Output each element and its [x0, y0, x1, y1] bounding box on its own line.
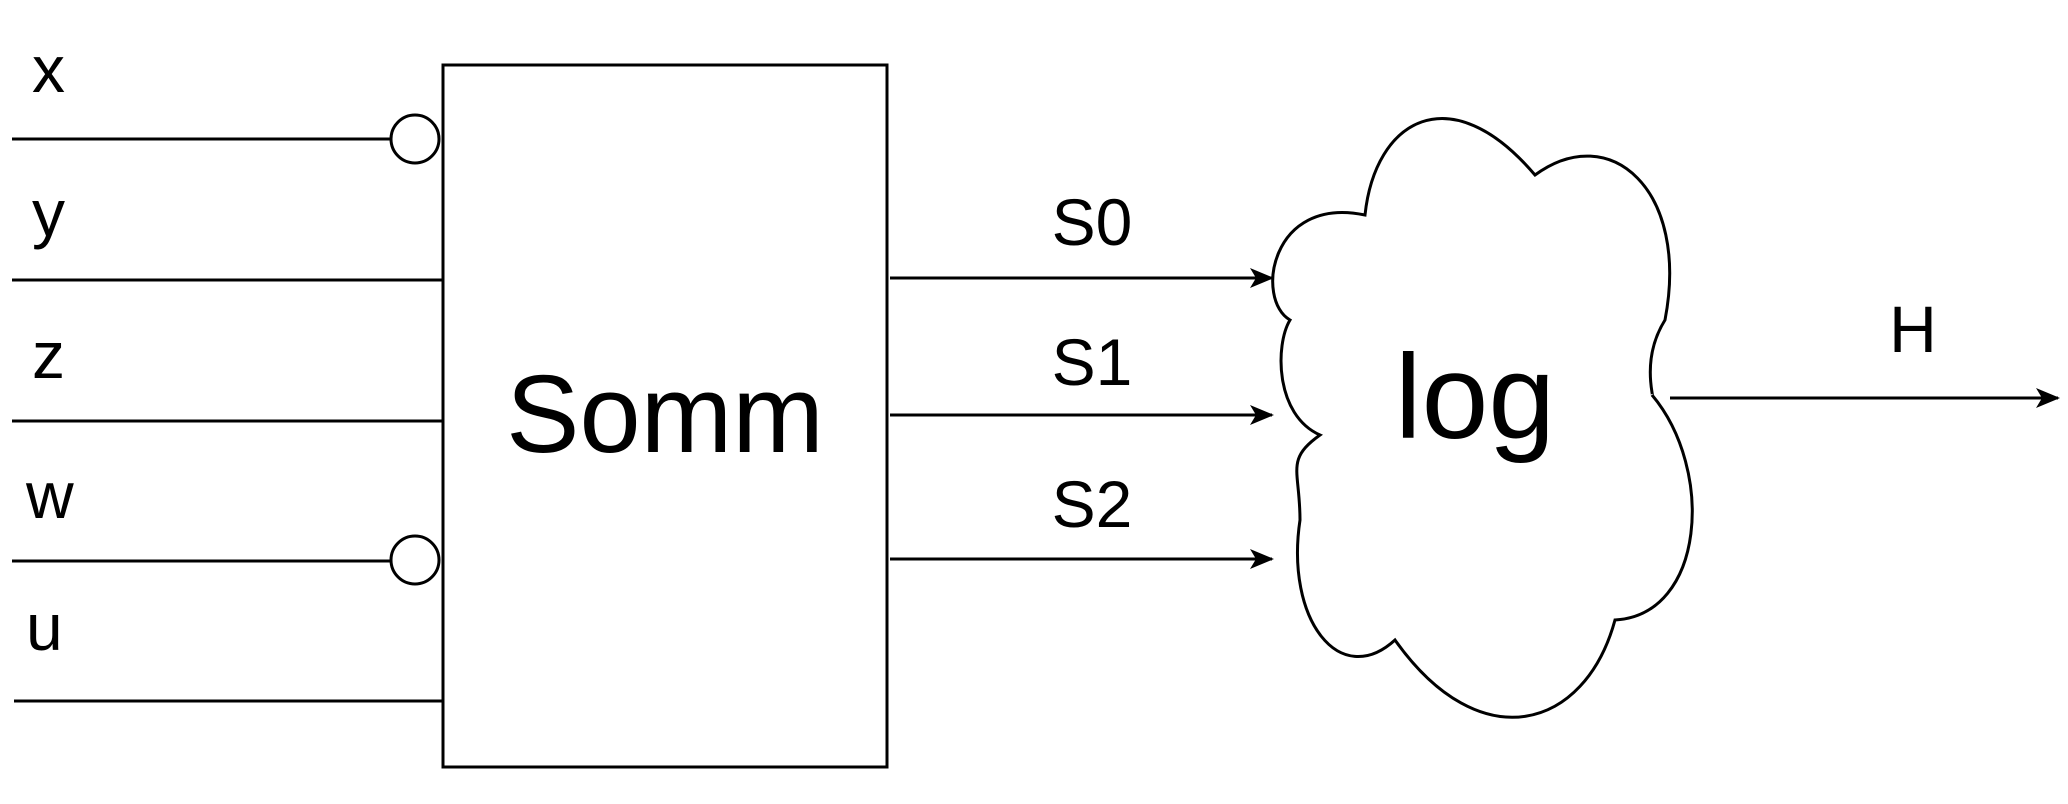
input-label-u: u — [26, 590, 63, 664]
input-label-w: w — [25, 458, 74, 532]
output-label-s2: S2 — [1052, 467, 1133, 541]
output-label-s0: S0 — [1052, 185, 1133, 259]
result-label-h: H — [1889, 292, 1937, 366]
input-label-z: z — [32, 318, 65, 392]
output-label-s1: S1 — [1052, 325, 1133, 399]
input-label-y: y — [32, 176, 65, 250]
input-label-x: x — [32, 32, 65, 106]
inversion-bubble-w — [389, 534, 441, 586]
inversion-bubble-x — [389, 113, 441, 165]
somm-block — [441, 63, 889, 769]
somm-block-label: Somm — [506, 353, 824, 476]
log-cloud-shape — [1271, 117, 1694, 719]
log-cloud-label: log — [1395, 330, 1555, 464]
